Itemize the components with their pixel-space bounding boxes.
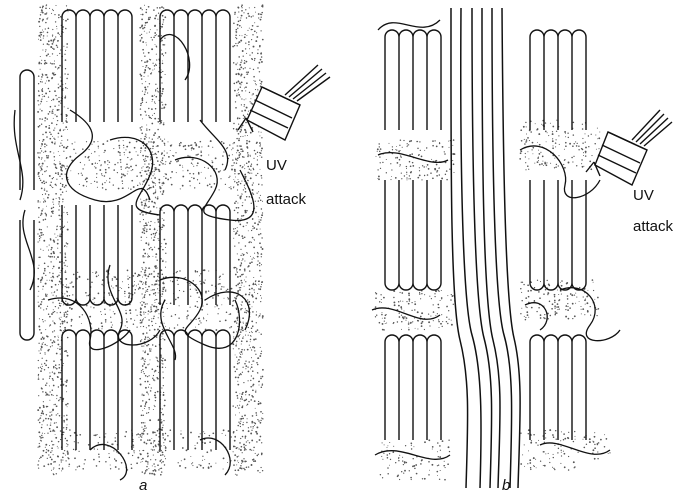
panel-b-uv-label: UV	[633, 188, 654, 203]
panel-a-attack-label: attack	[266, 192, 306, 207]
panel-a-uv-arrow	[238, 65, 330, 140]
panel-b-polymer-diagram	[372, 8, 672, 488]
panel-b-folded-lamellae	[385, 30, 586, 440]
panel-b-caption: b	[502, 478, 510, 493]
panel-b-attack-label: attack	[633, 219, 673, 234]
panel-a-caption: a	[139, 478, 147, 493]
panel-b-aligned-fibrils	[451, 8, 520, 488]
panel-a-folded-lamellae	[20, 10, 230, 450]
panel-a-uv-label: UV	[266, 158, 287, 173]
panel-a-polymer-diagram	[14, 10, 330, 480]
panel-b-uv-arrow	[586, 110, 672, 185]
amorphous-region-stipple	[37, 4, 610, 480]
